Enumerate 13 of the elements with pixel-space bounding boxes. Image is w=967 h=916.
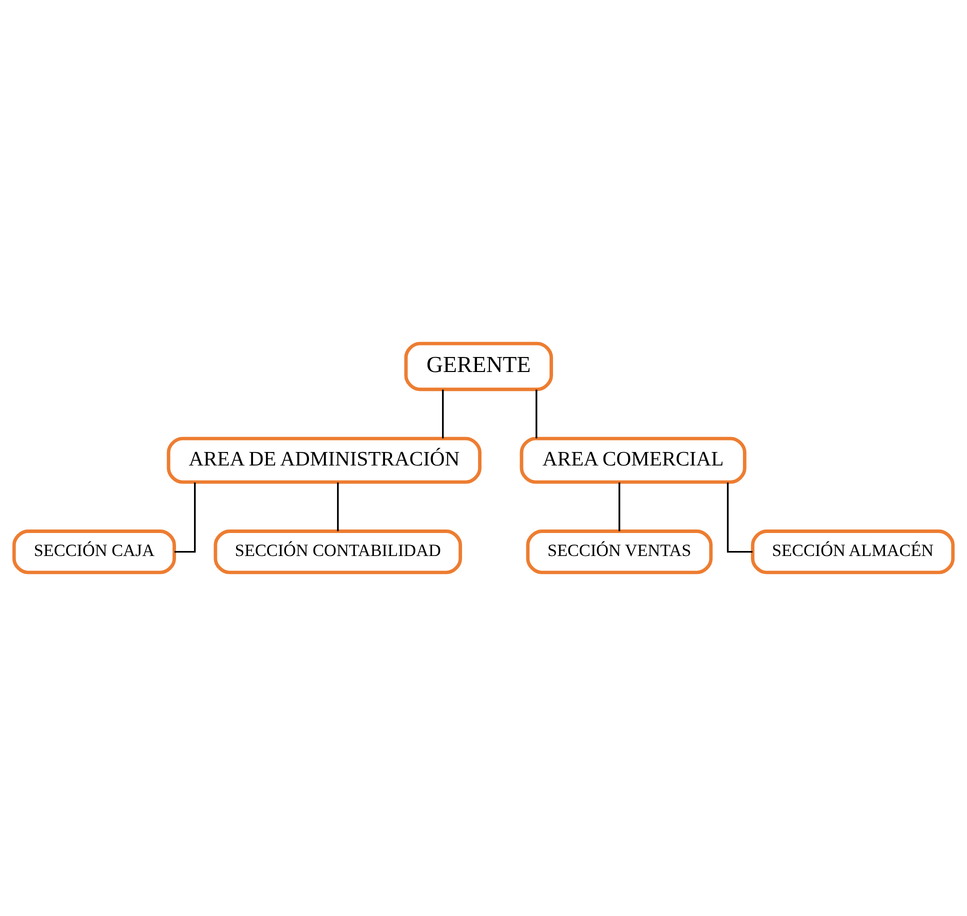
connector [618,482,620,532]
node-box: SECCIÓN VENTAS [526,530,713,574]
connector [174,482,196,553]
node-box: AREA COMERCIAL [520,436,746,484]
connector [337,482,339,532]
node-box: AREA DE ADMINISTRACIÓN [166,436,482,484]
node-box: GERENTE [404,342,554,392]
node-box: SECCIÓN CAJA [12,530,176,574]
connector [726,482,752,553]
connector [536,390,538,438]
node-box: SECCIÓN CONTABILIDAD [214,530,462,574]
connector [442,390,444,438]
node-box: SECCIÓN ALMACÉN [750,530,955,574]
